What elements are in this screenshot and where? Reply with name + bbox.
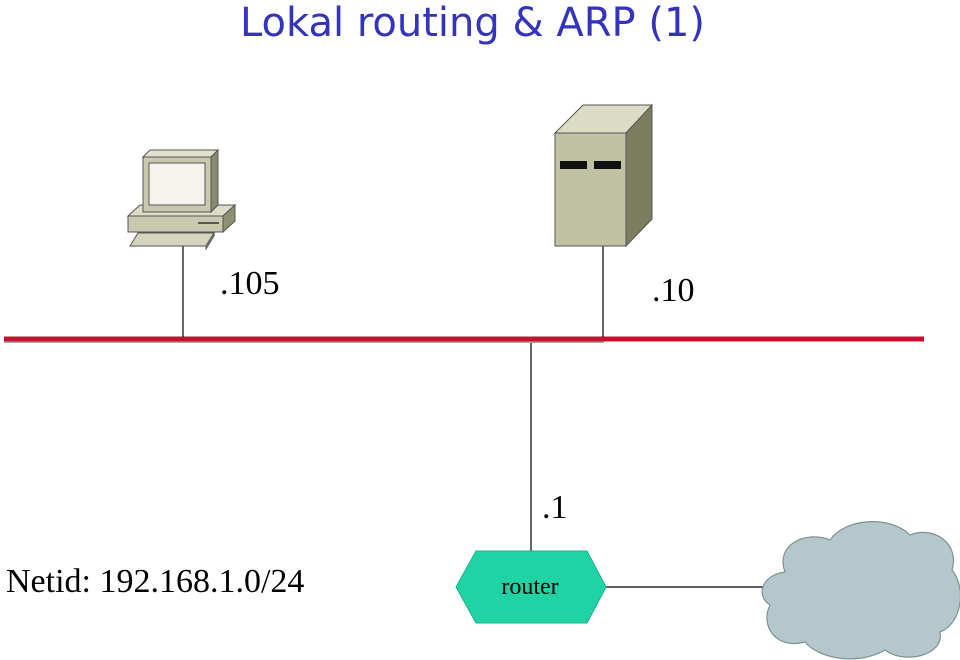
- workstation-address: .105: [220, 265, 280, 302]
- router-address: .1: [542, 489, 568, 526]
- desktop-computer-icon: [126, 148, 237, 251]
- slide-title: Lokal routing & ARP (1): [239, 0, 706, 46]
- router-hexagon-icon[interactable]: [455, 550, 607, 624]
- network-bus: [4, 336, 924, 343]
- server-tower-icon: [553, 103, 654, 248]
- cloud-icon: [761, 521, 960, 660]
- router-label: router: [501, 574, 559, 600]
- server-address: .10: [652, 272, 695, 309]
- network-id-label: Netid: 192.168.1.0/24: [6, 563, 305, 600]
